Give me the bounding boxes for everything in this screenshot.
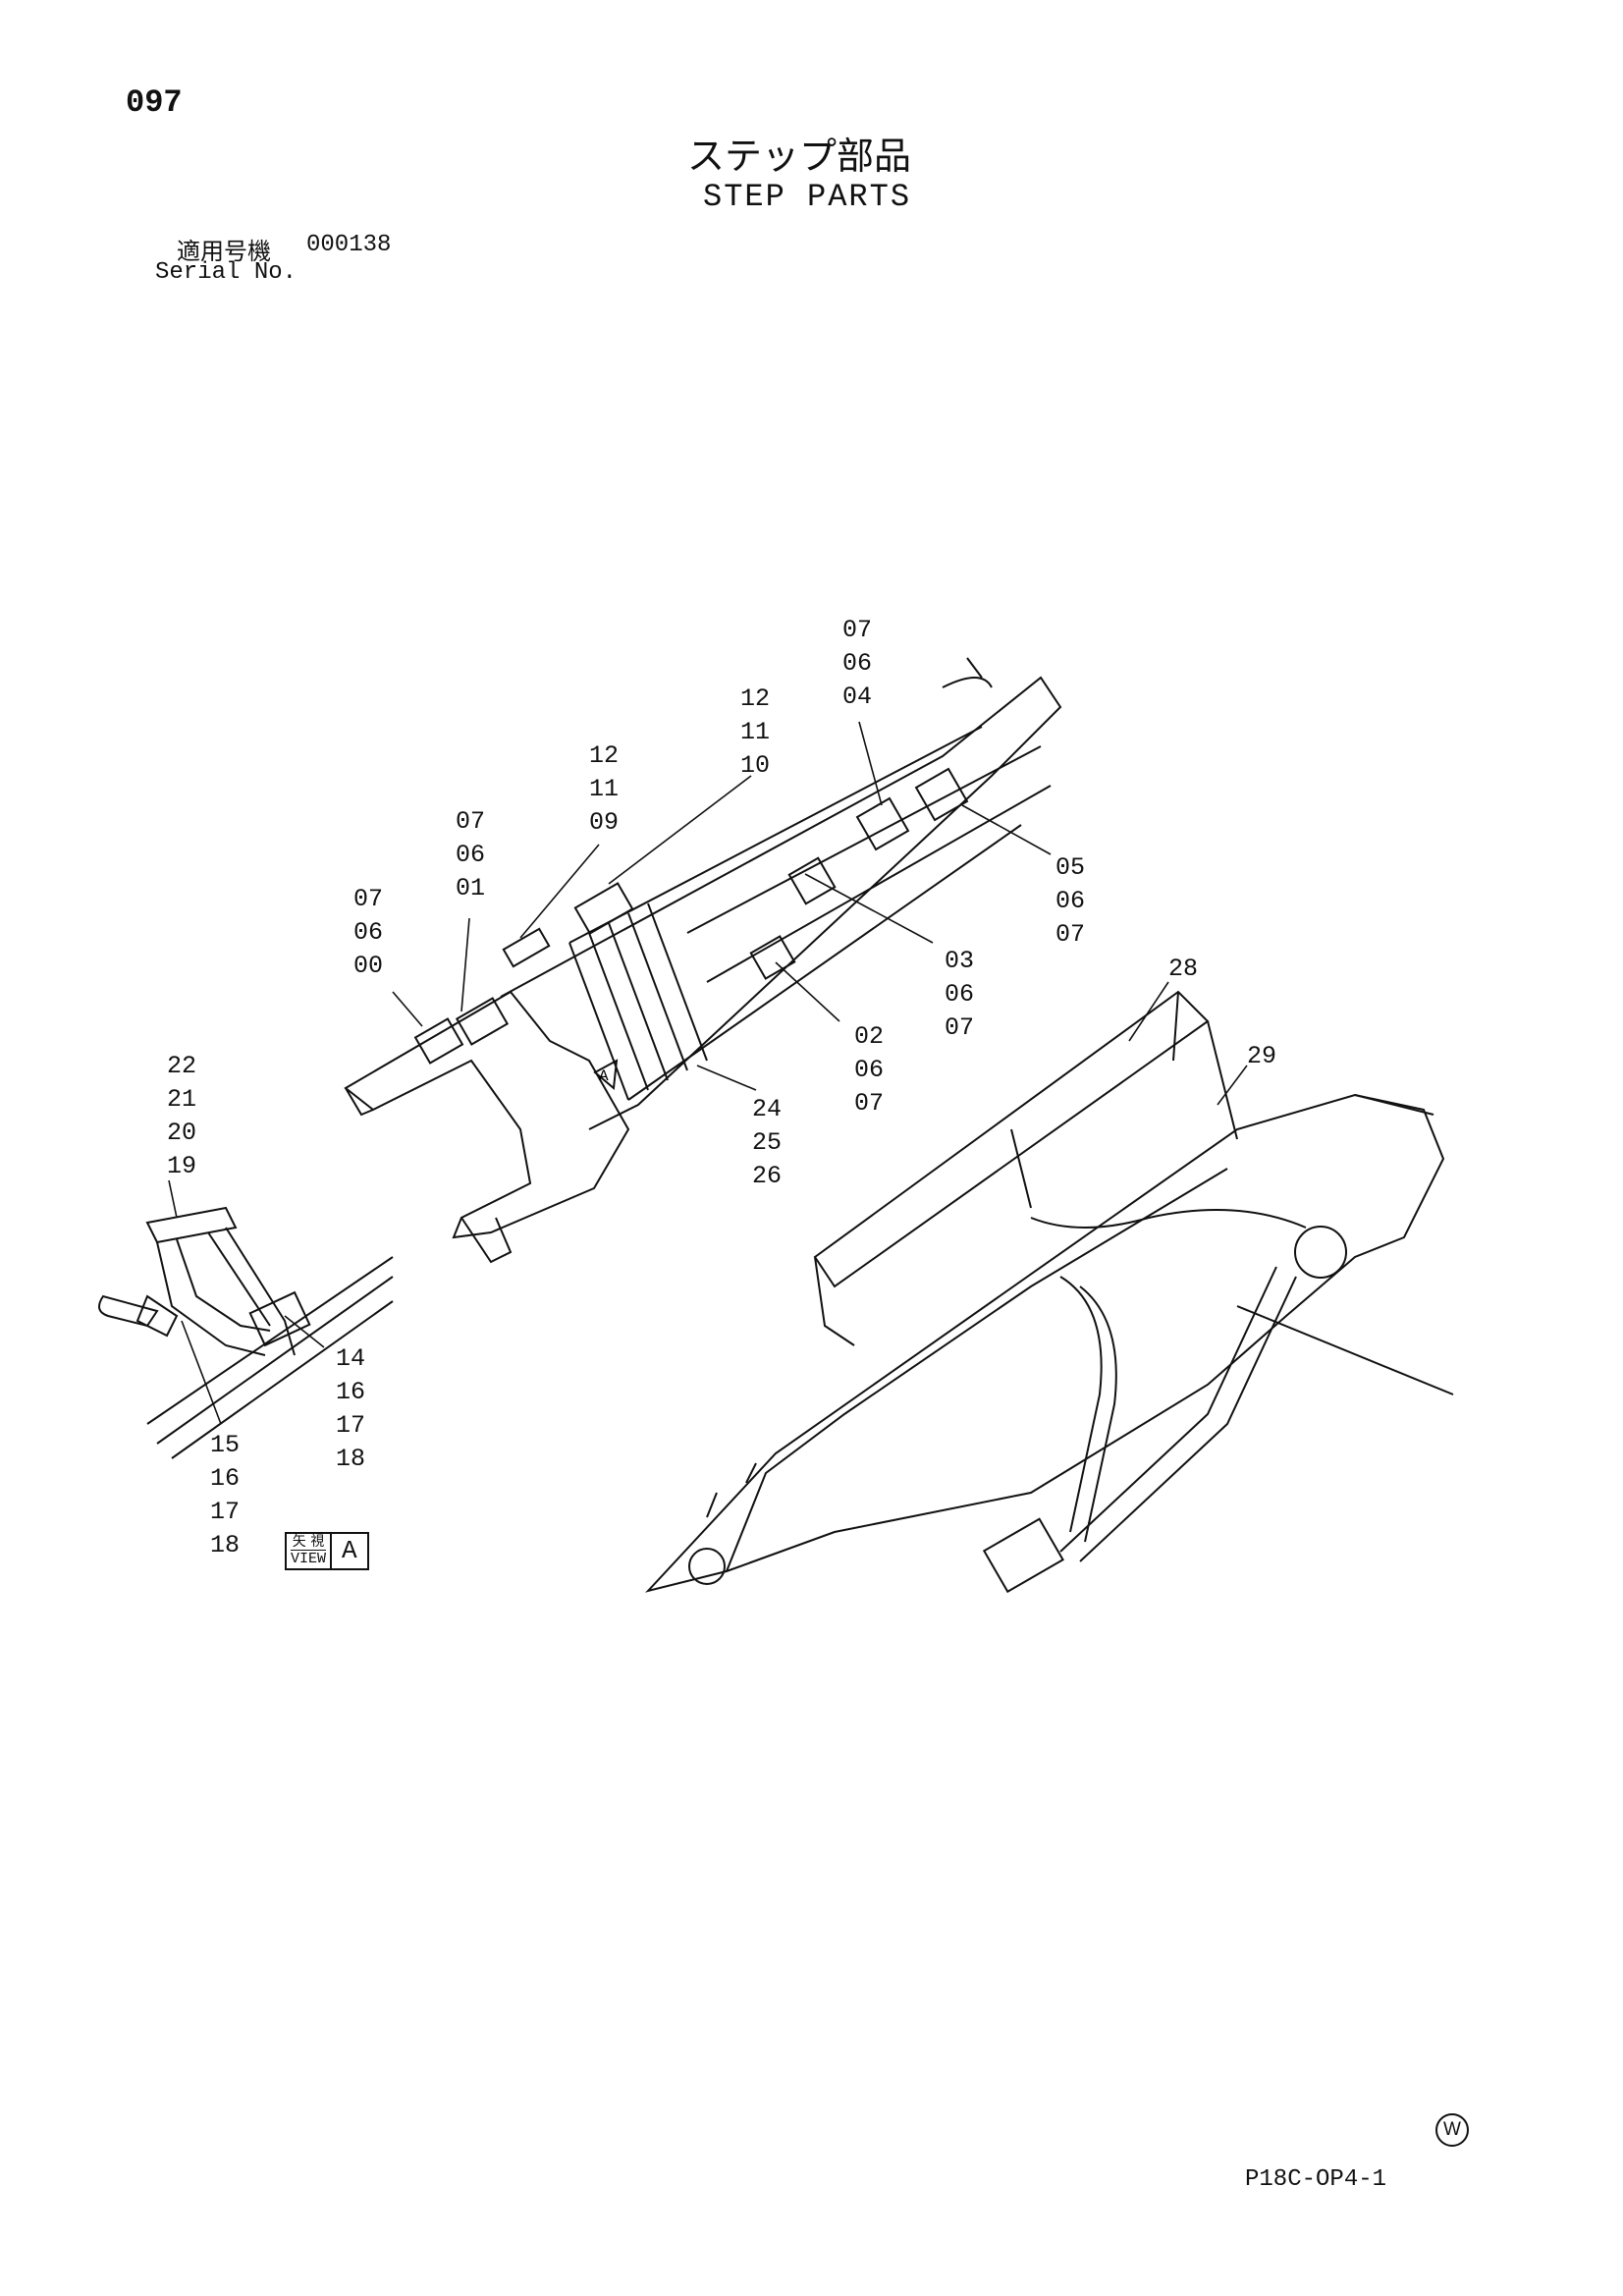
callout-label: 03 [945, 947, 974, 975]
callout-label: 06 [1055, 887, 1085, 915]
callout-label: 06 [945, 980, 974, 1009]
view-arrow-marker: A [599, 1067, 609, 1085]
callout-label: 11 [740, 718, 770, 746]
callout-label: 16 [210, 1464, 240, 1493]
callout-group-22-21-20-19: 22 21 20 19 [167, 1052, 196, 1180]
callout-group-07-06-00: 07 06 00 [353, 885, 383, 980]
callout-group-12-11-10: 12 11 10 [740, 684, 770, 780]
callout-label: 11 [589, 775, 619, 803]
callout-label: 07 [854, 1089, 884, 1118]
callout-label: 07 [353, 885, 383, 913]
page-number: 097 [126, 84, 183, 121]
callout-label: 02 [854, 1022, 884, 1051]
callout-label: 07 [842, 616, 872, 644]
title-english: STEP PARTS [703, 179, 912, 215]
serial-label-japanese: 適用号機 [177, 238, 271, 265]
callout-label: 21 [167, 1085, 196, 1114]
callout-group-05-06-07: 05 06 07 [1055, 853, 1085, 949]
callout-group-15-16-17-18: 15 16 17 18 [210, 1431, 240, 1559]
serial-label-english: Serial No. [155, 259, 298, 286]
callout-label: 19 [167, 1152, 196, 1180]
callout-group-07-06-01: 07 06 01 [456, 807, 485, 902]
view-a-label-box: 矢 視 VIEW A [285, 1532, 369, 1570]
callout-group-12-11-09: 12 11 09 [589, 741, 619, 837]
callout-group-03-06-07: 03 06 07 [945, 947, 974, 1042]
callout-label: 07 [456, 807, 485, 836]
callout-group-28: 28 [1168, 955, 1198, 983]
callout-label: 22 [167, 1052, 196, 1080]
callout-label: 06 [842, 649, 872, 678]
boom-assembly-drawing [644, 990, 1454, 1594]
callout-group-24-25-26: 24 25 26 [752, 1095, 782, 1190]
callout-label: 14 [336, 1344, 365, 1373]
callout-label: 29 [1247, 1042, 1276, 1070]
serial-number-value: 000138 [306, 232, 392, 258]
callout-label: 17 [210, 1498, 240, 1526]
view-label-english: VIEW [291, 1551, 327, 1567]
callout-label: 05 [1055, 853, 1085, 882]
callout-label: 12 [740, 684, 770, 713]
callout-label: 28 [1168, 955, 1198, 983]
callout-label: 25 [752, 1128, 782, 1157]
view-label-japanese: 矢 視 [291, 1534, 327, 1551]
callout-label: 01 [456, 874, 485, 902]
callout-label: 00 [353, 952, 383, 980]
drawing-code: P18C-OP4-1 [1245, 2166, 1387, 2193]
callout-label: 06 [854, 1056, 884, 1084]
step-assembly-drawing [344, 657, 1062, 1264]
callout-label: 26 [752, 1162, 782, 1190]
callout-label: 17 [336, 1411, 365, 1440]
w-circle-mark: W [1435, 2113, 1469, 2147]
callout-group-14-16-17-18: 14 16 17 18 [336, 1344, 365, 1473]
callout-label: 04 [842, 683, 872, 711]
callout-group-07-06-04: 07 06 04 [842, 616, 872, 711]
callout-label: 06 [353, 918, 383, 947]
callout-label: 24 [752, 1095, 782, 1123]
callout-label: 07 [1055, 920, 1085, 949]
callout-label: 20 [167, 1119, 196, 1147]
view-label-stack: 矢 視 VIEW [287, 1534, 333, 1568]
callout-group-02-06-07: 02 06 07 [854, 1022, 884, 1118]
callout-label: 06 [456, 841, 485, 869]
title-japanese: ステップ部品 [687, 135, 912, 178]
callout-group-29: 29 [1247, 1042, 1276, 1070]
view-label-letter: A [342, 1536, 357, 1565]
callout-label: 10 [740, 751, 770, 780]
callout-label: 07 [945, 1013, 974, 1042]
callout-label: 09 [589, 808, 619, 837]
callout-label: 18 [336, 1445, 365, 1473]
callout-label: 15 [210, 1431, 240, 1459]
callout-label: 16 [336, 1378, 365, 1406]
view-a-detail-drawing [98, 1206, 394, 1459]
leader-lines [168, 721, 1248, 1425]
callout-label: 18 [210, 1531, 240, 1559]
callout-label: 12 [589, 741, 619, 770]
